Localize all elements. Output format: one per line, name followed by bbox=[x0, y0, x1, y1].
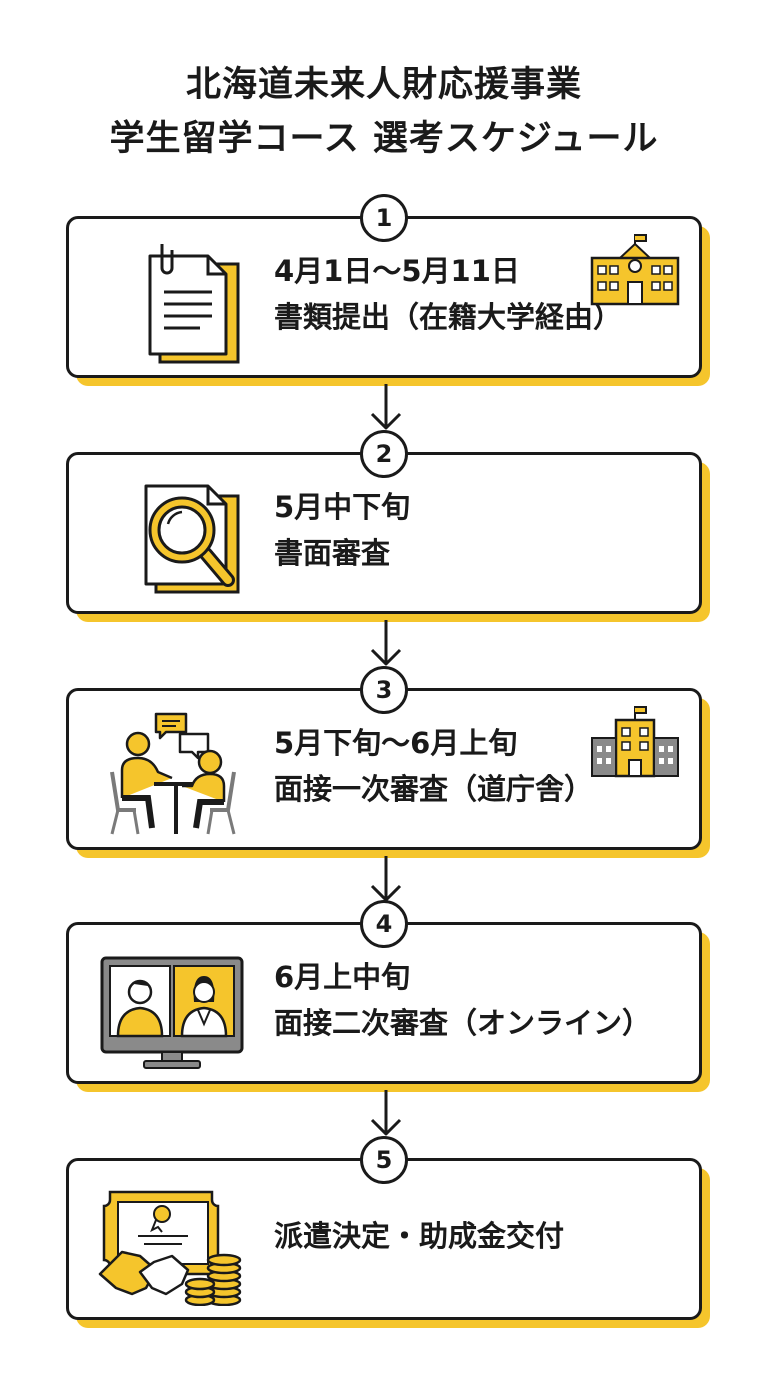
online-meeting-icon bbox=[100, 956, 244, 1069]
step-text: 5月中下旬 書面審査 bbox=[274, 452, 694, 608]
certificate-handshake-coins-icon bbox=[98, 1190, 242, 1306]
step-number-badge: 2 bbox=[360, 430, 408, 478]
office-building-icon bbox=[591, 706, 679, 778]
step-number-badge: 5 bbox=[360, 1136, 408, 1184]
step-2-card: 2 5月中下旬 書面審査 bbox=[66, 430, 714, 624]
step-date: 4月1日～5月11日 bbox=[274, 254, 520, 288]
step-text: 5月下旬～6月上旬 面接一次審査（道庁舎） bbox=[274, 688, 694, 844]
step-description: 書類提出（在籍大学経由） bbox=[274, 300, 623, 334]
page-title: 北海道未来人財応援事業 学生留学コース 選考スケジュール bbox=[0, 58, 768, 166]
title-line-2: 学生留学コース 選考スケジュール bbox=[109, 119, 659, 159]
down-arrow-icon bbox=[370, 620, 402, 666]
step-number-badge: 1 bbox=[360, 194, 408, 242]
down-arrow-icon bbox=[370, 384, 402, 430]
step-text: 派遣決定・助成金交付 bbox=[274, 1158, 694, 1314]
step-3-card: 3 5月下旬～6月上旬 面接一次審査（道庁舎） bbox=[66, 666, 714, 860]
step-description: 派遣決定・助成金交付 bbox=[274, 1219, 565, 1253]
step-text: 4月1日～5月11日 書類提出（在籍大学経由） bbox=[274, 216, 694, 372]
step-5-card: 5 派遣決定・助成金交付 bbox=[66, 1136, 714, 1330]
step-description: 面接二次審査（オンライン） bbox=[274, 1006, 652, 1040]
down-arrow-icon bbox=[370, 1090, 402, 1136]
step-4-card: 4 6月上中旬 面接二次審査（オンライン） bbox=[66, 900, 714, 1094]
step-date: 5月下旬～6月上旬 bbox=[274, 726, 518, 760]
step-description: 書面審査 bbox=[274, 536, 391, 570]
step-description: 面接一次審査（道庁舎） bbox=[274, 772, 594, 806]
interview-icon bbox=[110, 712, 236, 835]
title-line-1: 北海道未来人財応援事業 bbox=[185, 65, 582, 105]
step-1-card: 1 4月1日～5月11日 書類提出（在籍大学経由） bbox=[66, 194, 714, 388]
document-icon bbox=[148, 244, 240, 364]
step-number-badge: 4 bbox=[360, 900, 408, 948]
down-arrow-icon bbox=[370, 856, 402, 902]
step-date: 5月中下旬 bbox=[274, 490, 411, 524]
step-number-badge: 3 bbox=[360, 666, 408, 714]
step-date: 6月上中旬 bbox=[274, 960, 411, 994]
step-text: 6月上中旬 面接二次審査（オンライン） bbox=[274, 922, 694, 1078]
magnifier-document-icon bbox=[144, 484, 240, 594]
school-icon bbox=[590, 234, 680, 306]
